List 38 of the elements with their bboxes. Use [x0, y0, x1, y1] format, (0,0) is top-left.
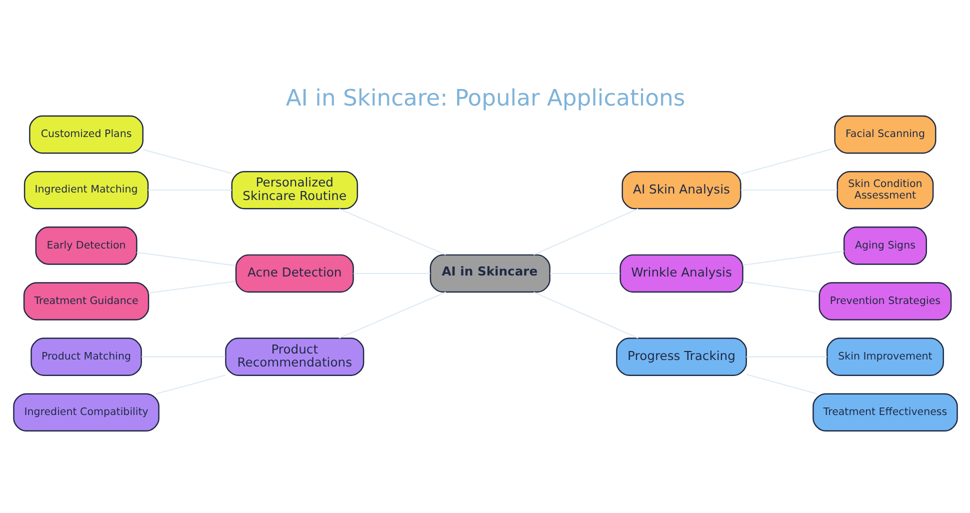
connector	[740, 147, 834, 174]
connector	[338, 291, 446, 338]
connector	[740, 189, 837, 190]
connector	[338, 208, 446, 255]
node-box: Product Recommendations	[224, 337, 364, 376]
node-box: Acne Detection	[234, 254, 354, 292]
node-box: Product Matching	[30, 337, 142, 376]
connector	[148, 280, 236, 293]
node-box: Skin Condition Assessment	[836, 170, 934, 209]
connector	[746, 356, 826, 357]
node-box: Personalized Skincare Routine	[230, 170, 358, 209]
connector	[136, 251, 236, 266]
connector	[352, 272, 430, 274]
node-box: Skin Improvement	[826, 337, 944, 376]
node-box: Ingredient Matching	[23, 170, 148, 209]
connector	[550, 272, 620, 274]
connector	[141, 356, 225, 357]
node-box: Prevention Strategies	[818, 282, 952, 320]
connector	[746, 373, 816, 394]
node-box: AI Skin Analysis	[621, 170, 741, 209]
node-box: Aging Signs	[842, 226, 926, 264]
node-box: Wrinkle Analysis	[619, 254, 743, 292]
connector	[742, 280, 819, 292]
node-box: Treatment Guidance	[22, 282, 149, 320]
connector	[148, 189, 232, 190]
node-box: Facial Scanning	[834, 114, 936, 154]
node-box: Early Detection	[34, 226, 137, 264]
node-box: Ingredient Compatibility	[12, 392, 159, 431]
connector	[532, 291, 638, 338]
diagram-title: AI in Skincare: Popular Applications	[285, 84, 685, 111]
connector	[142, 148, 232, 174]
node-box: Treatment Effectiveness	[812, 392, 958, 431]
connector	[532, 208, 638, 255]
node-box: Progress Tracking	[616, 337, 746, 376]
node-box: AI in Skincare	[429, 254, 550, 292]
connector	[742, 250, 844, 266]
node-box: Customized Plans	[28, 114, 143, 154]
connector	[156, 374, 226, 394]
